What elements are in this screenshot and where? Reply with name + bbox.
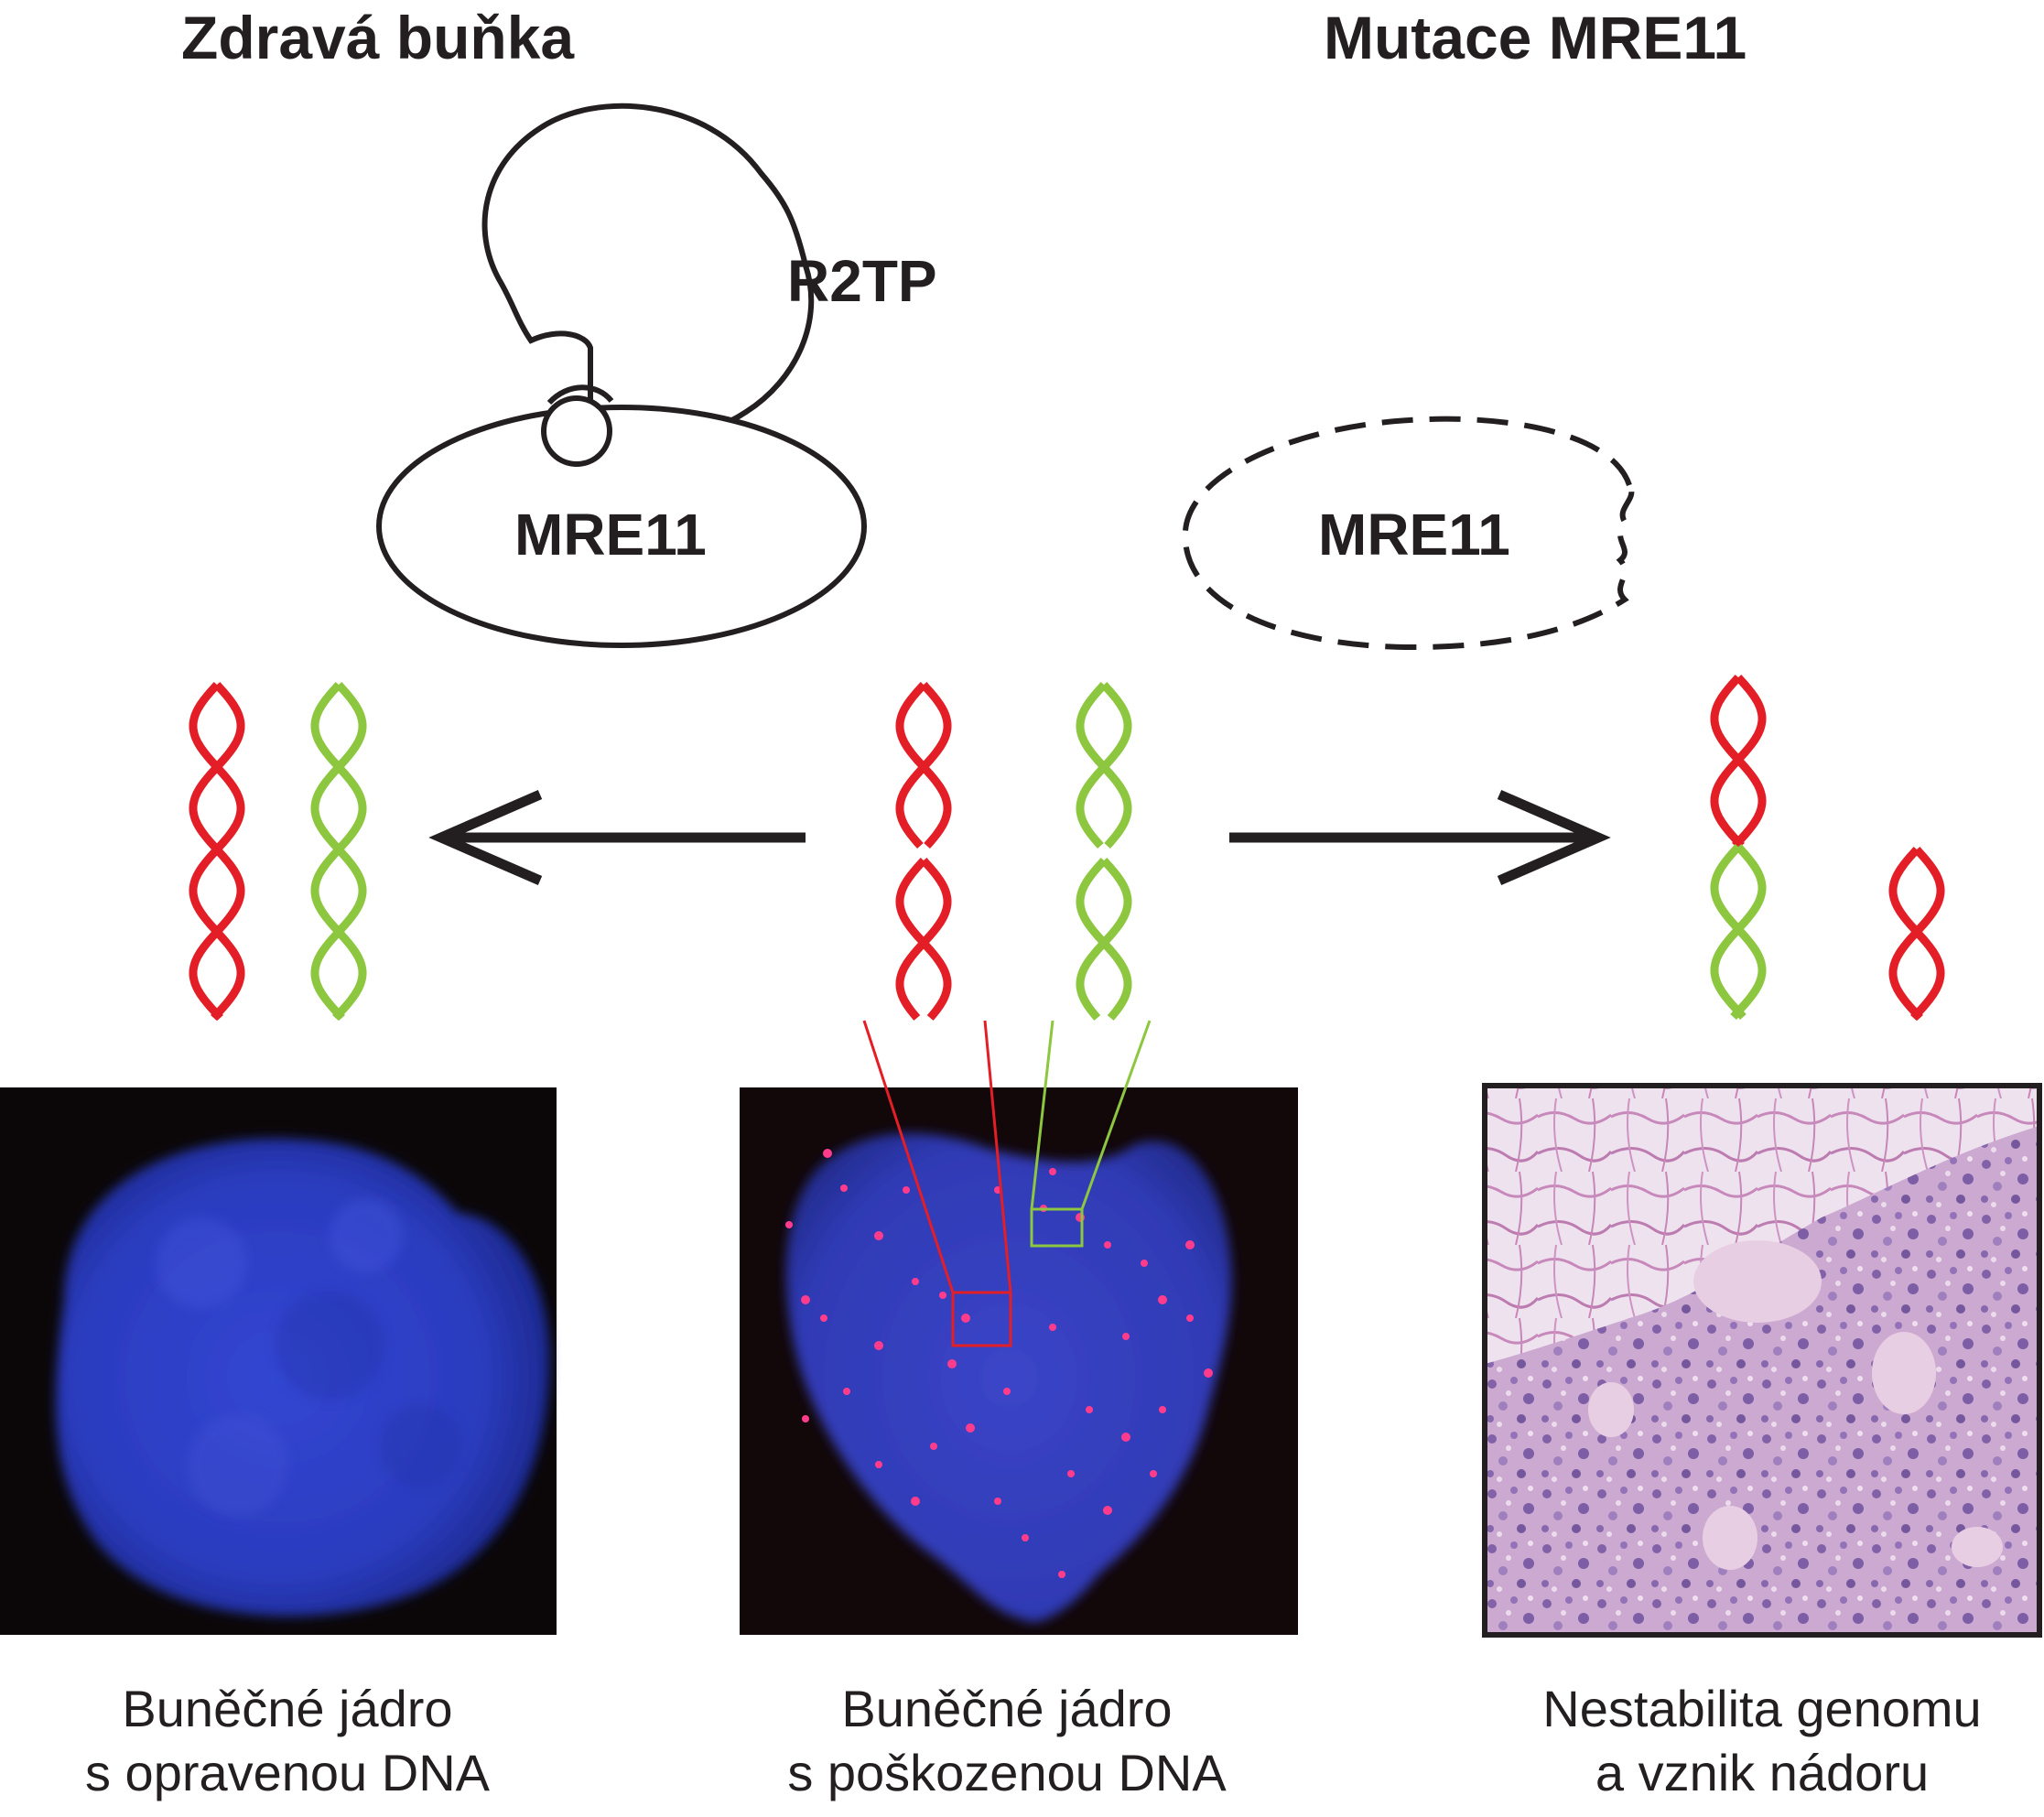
damage-focus-dot [1186,1314,1194,1322]
damage-focus-dot [801,1295,810,1304]
header-healthy-cell: Zdravá buňka [181,4,575,71]
arrow-right [1229,789,1611,886]
caption-damaged-nucleus: Buněčné jádro s poškozenou DNA [732,1677,1282,1805]
damage-focus-dot [1003,1388,1011,1395]
header-mre11-mutation: Mutace MRE11 [1324,4,1747,71]
damage-focus-dot [966,1423,975,1433]
damage-focus-dot [1049,1168,1056,1175]
dna-green-repaired [310,681,367,1022]
micrograph-damaged [740,1087,1298,1635]
damage-focus-dot [903,1186,910,1194]
damage-focus-dot [1121,1433,1130,1442]
damage-focus-dot [994,1498,1001,1505]
damage-focus-dot [1159,1406,1166,1413]
damage-focus-dot [1058,1571,1065,1578]
damage-focus-dot [1141,1260,1148,1267]
damage-focus-dot [1103,1506,1112,1515]
damage-focus-dot [875,1461,882,1468]
damage-focus-dot [823,1149,832,1158]
label-mre11: MRE11 [514,502,707,568]
damage-focus-dot [840,1184,848,1192]
r2tp-complex [376,103,867,648]
damage-focus-dot [912,1278,919,1285]
caption-tumor-line2: a vznik nádoru [1595,1744,1930,1801]
arrow-left [428,789,806,886]
damage-focus-dot [911,1497,920,1506]
damage-foci [785,1149,1213,1578]
damage-focus-dot [1067,1470,1075,1477]
mre11-ellipse [376,405,867,648]
damage-focus-dot [843,1388,850,1395]
label-mre11-mutant: MRE11 [1318,502,1510,568]
damage-focus-dot [1185,1240,1195,1249]
damage-focus-dot [1104,1241,1111,1249]
caption-repaired-nucleus: Buněčné jádro s opravenou DNA [49,1677,525,1805]
damage-focus-dot [1022,1534,1029,1541]
dna-helices [189,674,1945,1022]
label-r2tp: R2TP [787,248,937,314]
damage-focus-dot [785,1221,793,1228]
damage-focus-dot [1158,1295,1167,1304]
zoom-lines [862,1020,1152,1293]
dna-green-translocated-bottom [1710,843,1767,1021]
damage-focus-dot [1204,1368,1213,1378]
damage-focus-dot [939,1292,946,1299]
damage-focus-dot [930,1443,937,1450]
dna-red-translocated-top [1710,674,1767,849]
damage-focus-dot [1122,1333,1130,1340]
dna-green-broken-top [1076,681,1132,849]
dna-red-broken-top [895,681,952,849]
red-zoom-box [951,1291,1012,1347]
linker-bead [541,395,612,467]
dna-red-broken-bottom [895,857,952,1021]
r2tp-blob [481,103,815,441]
damage-focus-dot [1150,1470,1157,1477]
dna-red-fragment [1888,846,1945,1022]
caption-repaired-line1: Buněčné jádro [122,1680,453,1737]
damage-focus-dot [802,1415,809,1422]
dna-red-repaired [189,681,245,1022]
caption-damaged-line2: s poškozenou DNA [787,1744,1227,1801]
micrograph-tumor [1482,1083,2042,1638]
damage-focus-dot [961,1314,970,1323]
damage-focus-dot [874,1341,883,1350]
green-zoom-box [1030,1207,1084,1248]
damage-focus-dot [820,1314,827,1322]
damage-focus-dot [874,1231,883,1240]
damage-focus-dot [947,1359,957,1368]
caption-damaged-line1: Buněčné jádro [841,1680,1173,1737]
micrograph-repaired [0,1087,557,1635]
caption-tumor: Nestabilita genomu a vznik nádoru [1483,1677,2041,1805]
dna-green-broken-bottom [1076,857,1132,1021]
damage-focus-dot [1086,1406,1093,1413]
mre11-mutant-shape [1182,416,1635,651]
caption-repaired-line2: s opravenou DNA [84,1744,490,1801]
caption-tumor-line1: Nestabilita genomu [1542,1680,1982,1737]
damage-focus-dot [1049,1324,1056,1331]
